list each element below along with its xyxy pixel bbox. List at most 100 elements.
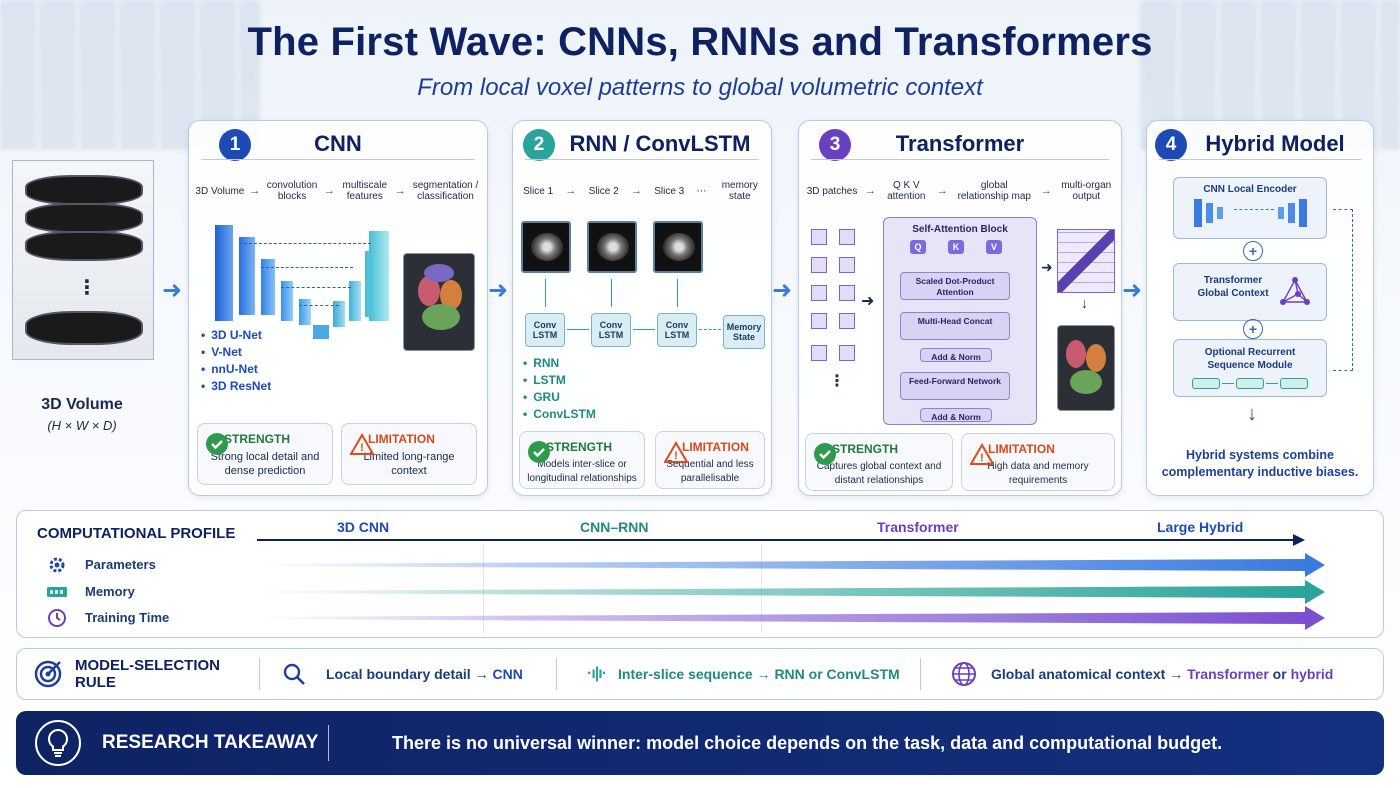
profile-stage: CNN–RNN — [580, 519, 649, 535]
list-item: LSTM — [523, 372, 596, 389]
hybrid-caption: Hybrid systems combine complementary ind… — [1161, 448, 1359, 479]
cnn-flow: 3D Volume→ convolution blocks→ multiscal… — [193, 175, 483, 207]
cnn-model-list: 3D U-Net V-Net nnU-Net 3D ResNet — [201, 327, 271, 395]
self-attention-block: Self-Attention Block Q K V Scaled Dot-Pr… — [883, 217, 1037, 425]
rule-model: RNN or ConvLSTM — [774, 666, 900, 682]
arrow-volume-to-cnn: ➜ — [162, 277, 183, 304]
flow-step: Slice 2 — [588, 185, 619, 197]
svg-text:!: ! — [360, 442, 364, 454]
query-token: Q — [910, 240, 926, 254]
limitation-text: High data and memory requirements — [987, 461, 1089, 486]
lightbulb-icon — [35, 720, 81, 766]
step-number: 4 — [1155, 129, 1187, 161]
divider — [483, 543, 484, 633]
strength-text: Captures global context and distant rela… — [816, 461, 942, 486]
step-number: 2 — [523, 129, 555, 161]
parameters-bar — [257, 559, 1307, 571]
profile-stage: Large Hybrid — [1157, 519, 1244, 535]
cnn-card: 1 CNN 3D Volume→ convolution blocks→ mul… — [188, 120, 488, 496]
check-icon — [814, 443, 836, 465]
arrow-to-map: ➜ — [1041, 259, 1053, 275]
transformer-global-context-box: Transformer Global Context — [1173, 263, 1327, 321]
attention-step: Feed-Forward Network — [900, 372, 1010, 400]
arrow-rnn-to-transformer: ➜ — [772, 277, 793, 304]
research-takeaway: RESEARCH TAKEAWAY There is no universal … — [16, 711, 1384, 775]
convlstm-cell-3: Conv LSTM — [657, 313, 697, 347]
strength-label: STRENGTH — [224, 432, 290, 446]
rnn-strength-box: STRENGTH Models inter-slice or longitudi… — [519, 431, 645, 489]
flow-step: segmentation / classification — [412, 180, 479, 202]
attention-step: Scaled Dot-Product Attention — [900, 272, 1010, 300]
rule-item-rnn: Inter-slice sequence → RNN or ConvLSTM — [618, 666, 920, 682]
flow-step: Slice 1 — [523, 185, 554, 197]
volume-dims: (H × W × D) — [47, 418, 117, 433]
box-label: Transformer Global Context — [1197, 275, 1269, 299]
graph-network-icon — [1280, 277, 1310, 305]
list-item: GRU — [523, 389, 596, 406]
sequence-icon — [1174, 376, 1326, 392]
rule-model: CNN — [492, 666, 523, 682]
flow-step: 3D patches — [806, 185, 858, 197]
clock-icon — [48, 609, 66, 627]
volume-stack: ⋮ — [12, 160, 154, 360]
optional-recurrent-module-box: Optional Recurrent Sequence Module — [1173, 339, 1327, 397]
divider — [920, 658, 922, 690]
memory-state-box: Memory State — [723, 315, 765, 349]
memory-arrowhead — [1305, 580, 1325, 604]
transformer-flow: 3D patches→ Q K V attention→ global rela… — [806, 180, 1112, 202]
page-subtitle: From local voxel patterns to global volu… — [417, 74, 983, 101]
convlstm-cell-2: Conv LSTM — [591, 313, 631, 347]
rule-arrow: → — [756, 666, 771, 682]
segmentation-output-icon — [403, 253, 475, 351]
rnn-model-list: RNN LSTM GRU ConvLSTM — [523, 355, 596, 423]
computational-profile: COMPUTATIONAL PROFILE 3D CNN CNN–RNN Tra… — [16, 510, 1384, 638]
profile-stage: Transformer — [877, 519, 959, 535]
self-attention-title: Self-Attention Block — [912, 224, 1008, 235]
transformer-card: 3 Transformer 3D patches→ Q K V attentio… — [798, 120, 1122, 496]
globe-icon — [952, 662, 977, 686]
arrow-cnn-to-rnn: ➜ — [488, 277, 509, 304]
divider — [259, 658, 260, 690]
arrow-down-hybrid: ↓ — [1247, 403, 1257, 425]
check-icon — [206, 433, 228, 455]
rnn-flow: Slice 1→ Slice 2→ Slice 3 ⋯ memory state — [517, 175, 767, 207]
gear-icon — [49, 557, 65, 573]
limitation-label: LIMITATION — [988, 442, 1055, 456]
memory-chip-icon — [47, 587, 67, 597]
flow-step: ⋯ — [696, 185, 707, 197]
list-item: nnU-Net — [201, 361, 271, 378]
divider — [556, 658, 557, 690]
ct-slice-2 — [587, 221, 637, 273]
flow-step: Q K V attention — [887, 180, 926, 202]
box-label: CNN Local Encoder — [1203, 184, 1297, 195]
divider — [761, 543, 762, 633]
attention-step: Add & Norm — [920, 408, 992, 422]
feedback-dashed-line — [1333, 209, 1353, 371]
target-icon — [34, 660, 62, 688]
strength-text: Strong local detail and dense prediction — [210, 451, 320, 477]
stage-axis-arrow — [257, 539, 1297, 541]
rule-model: Transformer — [1187, 666, 1269, 682]
transformer-limitation-box: ! LIMITATION High data and memory requir… — [961, 433, 1115, 491]
transformer-strength-box: STRENGTH Captures global context and dis… — [805, 433, 953, 491]
convlstm-cell-1: Conv LSTM — [525, 313, 565, 347]
rule-condition: Global anatomical context — [991, 666, 1166, 682]
flow-step: Slice 3 — [654, 185, 685, 197]
profile-row-label: Memory — [85, 584, 135, 599]
training-time-arrowhead — [1305, 606, 1325, 630]
multi-organ-output-icon — [1057, 325, 1115, 411]
list-item: 3D U-Net — [201, 327, 271, 344]
arrow-to-attention: ➜ — [861, 293, 875, 310]
attention-step: Add & Norm — [920, 348, 992, 362]
mini-unet-icon — [1174, 195, 1326, 229]
arrow-transformer-to-hybrid: ➜ — [1122, 277, 1143, 304]
divider — [328, 725, 329, 761]
strength-label: STRENGTH — [832, 442, 898, 456]
limitation-text: Sequential and less parallelisable — [666, 459, 754, 484]
list-item: ConvLSTM — [523, 406, 596, 423]
rnn-limitation-box: ! LIMITATION Sequential and less paralle… — [655, 431, 765, 489]
ct-slice-3 — [653, 221, 703, 273]
hybrid-card: 4 Hybrid Model CNN Local Encoder + Trans… — [1146, 120, 1374, 496]
rule-condition: Local boundary detail — [326, 666, 471, 682]
plus-icon: + — [1243, 241, 1263, 261]
